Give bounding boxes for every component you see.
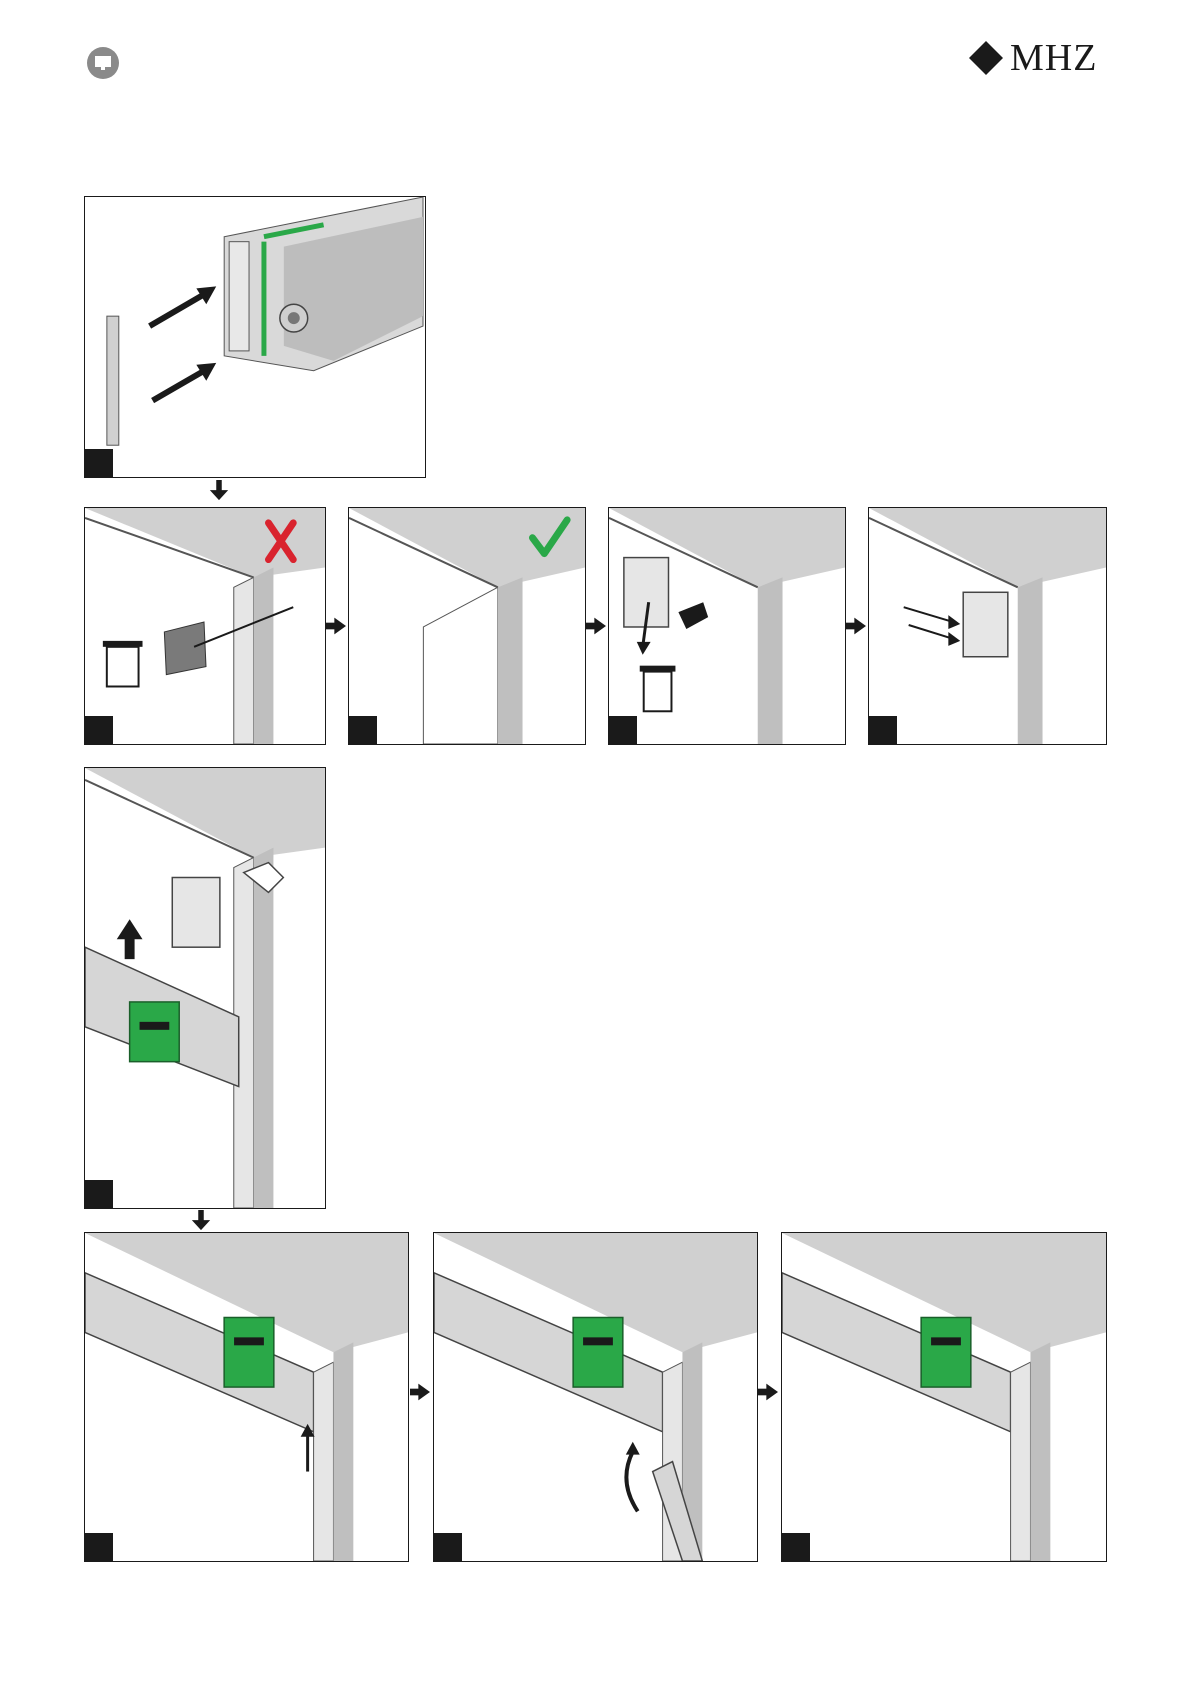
step-7-panel (84, 1232, 409, 1562)
step-9-panel (781, 1232, 1107, 1562)
step-4-panel (608, 507, 846, 745)
header-monitor-icon (86, 46, 120, 80)
arrow-right-icon (758, 1382, 778, 1402)
step-number-box (434, 1533, 462, 1561)
step-1-panel (84, 196, 426, 478)
diamond-logo-icon (968, 40, 1004, 76)
step-number-box (85, 1180, 113, 1208)
step-8-panel (433, 1232, 758, 1562)
step-number-box (85, 449, 113, 477)
arrow-right-icon (326, 616, 346, 636)
step-6-panel (84, 767, 326, 1209)
step-3-panel (348, 507, 586, 745)
step-number-box (609, 716, 637, 744)
step-number-box (782, 1533, 810, 1561)
step-5-panel (868, 507, 1107, 745)
brand-name: MHZ (1010, 36, 1097, 80)
arrow-down-icon (189, 1210, 213, 1232)
step-2-panel (84, 507, 326, 745)
step-number-box (869, 716, 897, 744)
step-number-box (85, 716, 113, 744)
arrow-right-icon (410, 1382, 430, 1402)
brand-logo: MHZ (968, 38, 1108, 78)
arrow-right-icon (586, 616, 606, 636)
arrow-down-icon (207, 480, 231, 502)
arrow-right-icon (846, 616, 866, 636)
step-number-box (85, 1533, 113, 1561)
step-number-box (349, 716, 377, 744)
